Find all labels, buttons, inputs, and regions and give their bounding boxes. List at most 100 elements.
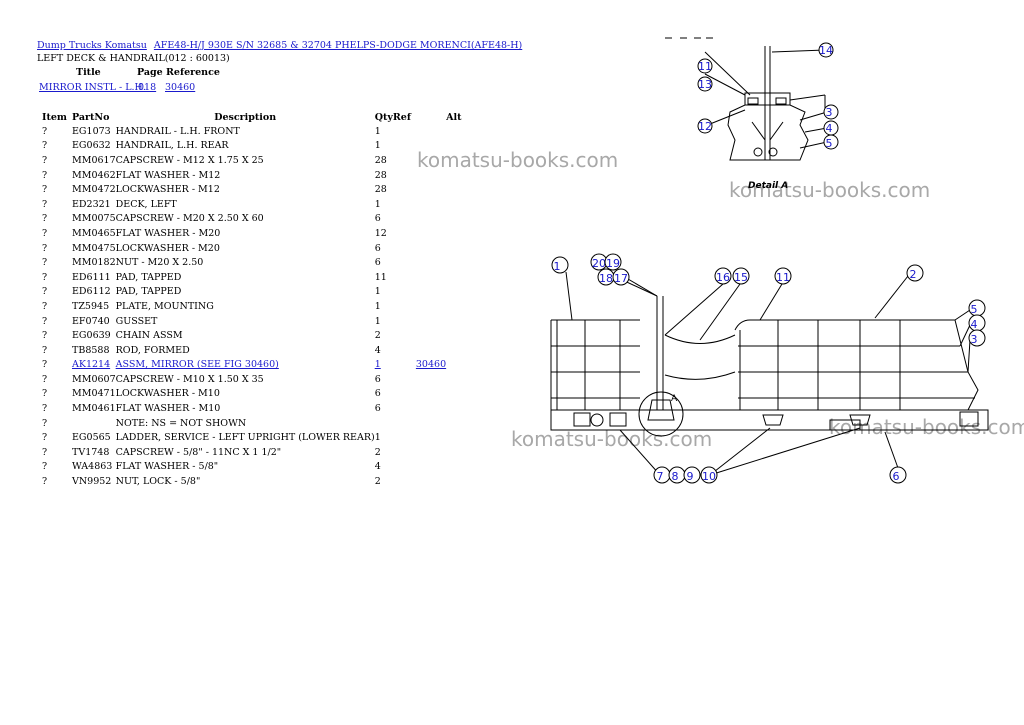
callout-10[interactable]: 10 [700,466,718,484]
cell-part-no: EG0565 [72,432,111,444]
cell-item: ? [42,198,48,210]
callout-5[interactable]: 5 [968,299,986,317]
header-description: Description [214,111,277,123]
callout-20[interactable]: 20 [590,253,608,271]
main-callouts: 1 20 19 18 17 16 15 11 2 5 4 3 7 8 9 10 … [551,253,986,484]
cell-ref-link[interactable]: 30460 [415,359,447,371]
callout-7[interactable]: 7 [653,466,671,484]
cell-part-no-link[interactable]: AK1214 [72,359,111,371]
callout-leaders [565,271,971,476]
callout-18[interactable]: 18 [597,268,615,286]
cell-description-link[interactable]: ASSM, MIRROR (SEE FIG 30460) [115,359,279,371]
cell-part-no: MM0465 [72,227,116,239]
cell-description: CAPSCREW - M10 X 1.50 X 35 [115,373,264,385]
svg-text:10: 10 [702,470,716,483]
breadcrumb-category-link[interactable]: Dump Trucks Komatsu [37,40,147,51]
callout-4[interactable]: 4 [968,314,986,332]
svg-text:19: 19 [606,257,620,270]
cell-item: ? [42,446,48,458]
svg-text:16: 16 [716,271,730,284]
cell-qty: 6 [374,213,381,225]
cell-qty-link[interactable]: 1 [374,359,381,371]
callout-15[interactable]: 15 [732,267,750,285]
cell-description: FLAT WASHER - M10 [115,403,221,415]
callout-3[interactable]: 3 [823,104,839,120]
svg-text:9: 9 [687,470,694,483]
ref-page-link[interactable]: 018 [138,82,157,93]
header-part-no: PartNo [72,111,110,123]
cell-qty: 2 [374,446,381,458]
cell-item: ? [42,315,48,327]
breadcrumb-model-link[interactable]: AFE48-H/J 930E S/N 32685 & 32704 PHELPS-… [153,40,523,51]
callout-8[interactable]: 8 [668,466,686,484]
cell-description: FLAT WASHER - 5/8" [115,461,219,473]
svg-text:15: 15 [734,271,748,284]
svg-text:11: 11 [776,271,790,284]
callout-19[interactable]: 19 [604,253,622,271]
cell-qty: 1 [374,432,381,444]
cell-part-no: WA4863 [72,461,113,473]
cell-part-no: EG1073 [72,125,111,137]
callout-2[interactable]: 2 [906,264,924,282]
page-title: LEFT DECK & HANDRAIL(012 : 60013) [37,53,230,64]
svg-text:4: 4 [826,122,833,135]
cell-item: ? [42,271,48,283]
parts-table-header: Item PartNo Description Qty Ref Alt [37,110,476,124]
cell-description: NUT - M20 X 2.50 [115,257,204,269]
ref-title-link[interactable]: MIRROR INSTL - L.H. [39,82,146,93]
callout-16[interactable]: 16 [714,267,732,285]
cell-part-no: VN9952 [72,476,112,488]
cell-item: ? [42,154,48,166]
cell-description: PAD, TAPPED [115,271,182,283]
cell-description: CAPSCREW - M20 X 2.50 X 60 [115,213,264,225]
table-row: ?NOTE: NS = NOT SHOWN [37,416,476,431]
callout-3[interactable]: 3 [968,329,986,347]
callout-17[interactable]: 17 [612,268,630,286]
detail-a-marker: A [671,394,678,404]
callout-11[interactable]: 11 [697,58,713,74]
cell-description: CAPSCREW - M12 X 1.75 X 25 [115,154,264,166]
cell-description: NUT, LOCK - 5/8" [115,476,201,488]
callout-5[interactable]: 5 [823,134,839,150]
cell-item: ? [42,417,48,429]
callout-4[interactable]: 4 [823,120,839,136]
cell-qty: 12 [374,227,387,239]
cell-part-no: TZ5945 [72,300,110,312]
cell-item: ? [42,432,48,444]
callout-13[interactable]: 13 [697,76,713,92]
cell-description: FLAT WASHER - M12 [115,169,221,181]
callout-14[interactable]: 14 [818,42,834,58]
header-alt: Alt [446,111,462,123]
cell-description: DECK, LEFT [115,198,177,210]
callout-9[interactable]: 9 [683,466,701,484]
cell-description: LOCKWASHER - M12 [115,184,220,196]
cell-part-no: MM0472 [72,184,116,196]
cell-qty: 6 [374,403,381,415]
svg-text:8: 8 [672,470,679,483]
callout-11[interactable]: 11 [774,267,792,285]
callout-12[interactable]: 12 [697,118,713,134]
parts-table: Item PartNo Description Qty Ref Alt ?EG1… [37,110,476,489]
cell-description: LOCKWASHER - M20 [115,242,220,254]
cell-part-no: MM0475 [72,242,116,254]
callout-1[interactable]: 1 [551,256,569,274]
callout-6[interactable]: 6 [889,466,907,484]
cell-part-no: TV1748 [72,446,110,458]
ref-number-link[interactable]: 30460 [165,82,196,93]
cell-qty: 6 [374,388,381,400]
